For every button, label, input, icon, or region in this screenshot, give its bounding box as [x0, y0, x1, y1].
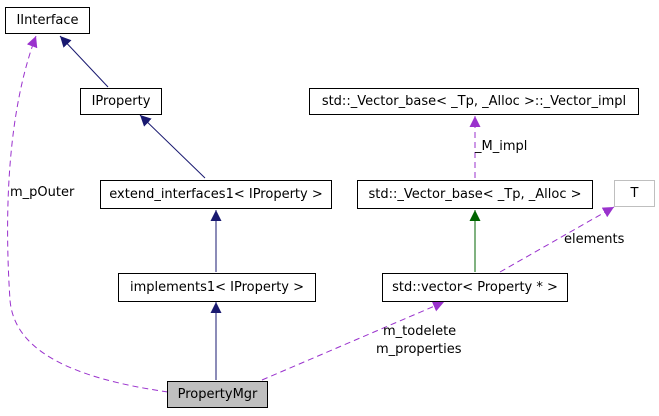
- label-m-impl: _M_impl: [475, 139, 528, 154]
- edge-iproperty-to-iinterface: [59, 35, 109, 88]
- edge-elements: [499, 206, 615, 273]
- node-vector-base[interactable]: std::_Vector_base< _Tp, _Alloc >: [357, 180, 593, 209]
- node-property-mgr[interactable]: PropertyMgr: [167, 381, 268, 408]
- node-extend-interfaces[interactable]: extend_interfaces1< IProperty >: [100, 180, 332, 209]
- edge-m-pouter: [7, 35, 169, 393]
- label-m-todelete: m_todelete: [383, 324, 457, 339]
- label-elements: elements: [564, 232, 625, 247]
- edge-extend-interfaces-to-iproperty: [139, 114, 206, 179]
- node-implements[interactable]: implements1< IProperty >: [118, 273, 316, 302]
- node-vector-impl[interactable]: std::_Vector_base< _Tp, _Alloc >::_Vecto…: [309, 88, 639, 115]
- node-vector-property[interactable]: std::vector< Property * >: [382, 273, 568, 302]
- edge-m-todelete-m-properties: [261, 301, 445, 381]
- node-iproperty[interactable]: IProperty: [80, 88, 162, 115]
- label-m-properties: m_properties: [376, 342, 462, 357]
- node-template-param-t[interactable]: T: [614, 180, 655, 207]
- label-m-pouter: m_pOuter: [10, 185, 75, 200]
- node-iinterface[interactable]: IInterface: [5, 7, 90, 34]
